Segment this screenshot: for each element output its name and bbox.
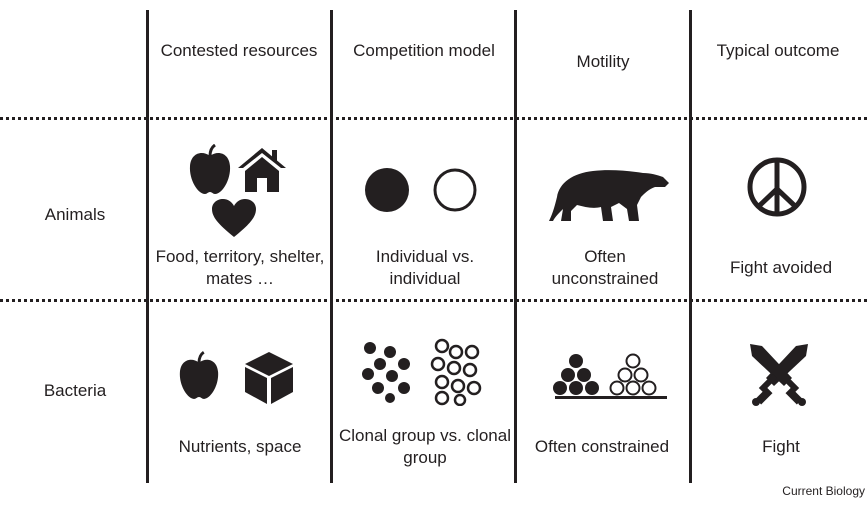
column-divider-4 — [689, 10, 692, 483]
animals-resources-caption: Food, territory, shelter, mates … — [155, 247, 325, 288]
stacked-cells-icon — [553, 353, 667, 399]
header-contested-resources: Contested resources — [160, 41, 318, 60]
heart-icon — [212, 199, 256, 237]
peace-icon — [747, 157, 807, 217]
filled-circle-icon — [365, 168, 409, 212]
column-divider-3 — [514, 10, 517, 483]
house-icon — [238, 148, 286, 192]
journal-credit: Current Biology — [782, 484, 865, 498]
bacteria-competition-caption: Clonal group vs. clonal group — [339, 426, 511, 467]
bacteria-resources-caption: Nutrients, space — [178, 437, 302, 456]
row-label-animals: Animals — [44, 205, 106, 224]
bacteria-motility-caption: Often constrained — [534, 437, 670, 456]
header-competition-model: Competition model — [353, 41, 495, 60]
bear-icon — [549, 170, 669, 221]
animals-competition-caption: Individual vs. individual — [375, 247, 475, 288]
animals-motility-caption: Often unconstrained — [551, 247, 659, 288]
open-circle-icon — [433, 168, 477, 212]
row-divider-2 — [0, 299, 867, 302]
filled-dots-cluster-icon — [362, 342, 410, 403]
open-dots-cluster-icon — [430, 338, 482, 406]
cube-icon — [245, 352, 293, 404]
row-label-bacteria: Bacteria — [43, 381, 107, 400]
bacteria-outcome-caption: Fight — [762, 437, 800, 456]
apple-icon — [179, 350, 219, 399]
apple-icon — [189, 144, 231, 194]
column-divider-1 — [146, 10, 149, 483]
header-motility: Motility — [576, 52, 630, 71]
row-divider-1 — [0, 117, 867, 120]
animals-outcome-caption: Fight avoided — [729, 258, 833, 277]
crossed-swords-icon — [750, 344, 808, 406]
column-divider-2 — [330, 10, 333, 483]
header-typical-outcome: Typical outcome — [716, 41, 840, 60]
